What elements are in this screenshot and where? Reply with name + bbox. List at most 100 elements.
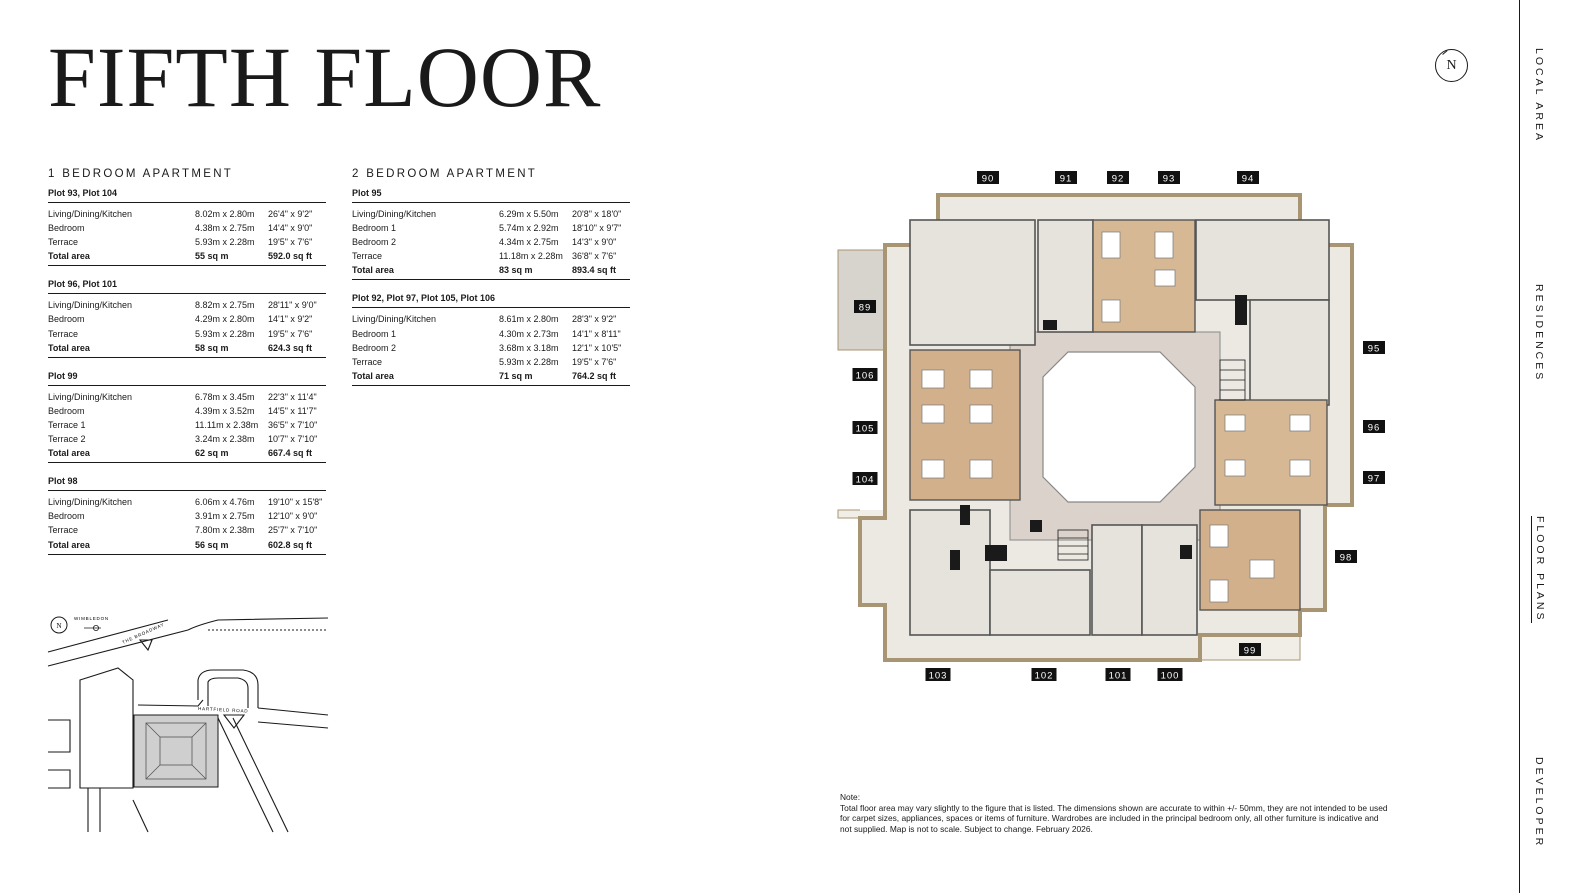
room-name: Terrace	[48, 237, 79, 248]
north-compass-icon: N	[1435, 49, 1468, 82]
room-name: Total area	[352, 370, 394, 381]
plot-name: Plot 99	[48, 371, 326, 386]
plot-tag-label: 103	[929, 671, 948, 682]
imperial-size: 592.0 sq ft	[268, 251, 313, 262]
plot-tag-label: 101	[1109, 671, 1128, 682]
plot-tag-95[interactable]: 95	[1363, 341, 1385, 355]
note-body: Total floor area may vary slightly to th…	[840, 802, 1388, 834]
plot-tag-103[interactable]: 103	[925, 668, 951, 682]
room-name: Living/Dining/Kitchen	[352, 314, 437, 325]
plot-tag-93[interactable]: 93	[1158, 171, 1180, 185]
plot-tag-94[interactable]: 94	[1237, 171, 1259, 185]
metric-size: 62 sq m	[195, 448, 229, 459]
room-name: Living/Dining/Kitchen	[48, 391, 133, 402]
plot-tag-99[interactable]: 99	[1239, 643, 1261, 657]
metric-size: 3.24m x 2.38m	[195, 434, 255, 445]
metric-size: 4.38m x 2.75m	[195, 223, 255, 234]
plot-tag-91[interactable]: 91	[1055, 171, 1077, 185]
room-name: Bedroom 2	[352, 342, 397, 353]
plot-tag-104[interactable]: 104	[852, 472, 878, 486]
plot-tag-90[interactable]: 90	[977, 171, 999, 185]
note-heading: Note:	[840, 792, 861, 802]
room-name: Living/Dining/Kitchen	[48, 300, 133, 311]
imperial-size: 22'3" x 11'4"	[268, 391, 317, 402]
plot-tag-98[interactable]: 98	[1335, 550, 1357, 564]
plot-tag-label: 89	[859, 303, 872, 314]
imperial-size: 18'10" x 9'7"	[572, 223, 622, 234]
room-name: Bedroom	[48, 405, 85, 416]
plot-name: Plot 92, Plot 97, Plot 105, Plot 106	[352, 293, 630, 309]
plot-tag-label: 91	[1060, 174, 1073, 185]
metric-size: 6.29m x 5.50m	[499, 209, 559, 219]
plot-tag-label: 106	[856, 371, 875, 382]
plot-divider	[48, 356, 326, 358]
imperial-size: 14'1" x 9'2"	[268, 314, 313, 325]
plot-tag-label: 93	[1163, 174, 1176, 185]
imperial-size: 764.2 sq ft	[572, 370, 617, 381]
nav-floor-plans[interactable]: FLOOR PLANS	[1531, 516, 1548, 623]
room-name: Bedroom	[48, 314, 85, 325]
room-name: Living/Dining/Kitchen	[48, 209, 133, 219]
room-name: Terrace	[352, 251, 383, 262]
metric-size: 8.02m x 2.80m	[195, 209, 255, 219]
plot-name: Plot 98	[48, 476, 326, 492]
plot-tags: 90 91 92 93 94 89 95 106 105 96 104 97 98 99 103 102 101…	[852, 171, 1385, 682]
room-name: Total area	[48, 539, 90, 550]
imperial-size: 19'10" x 15'8"	[268, 497, 323, 508]
imperial-size: 14'4" x 9'0"	[268, 223, 313, 234]
metric-size: 7.80m x 2.38m	[195, 525, 255, 536]
nav-local-area[interactable]: LOCAL AREA	[1533, 48, 1545, 143]
plot-divider	[48, 462, 326, 464]
room-name: Total area	[48, 342, 90, 353]
room-name: Terrace	[352, 356, 383, 367]
imperial-size: 602.8 sq ft	[268, 539, 313, 550]
plot-tag-97[interactable]: 97	[1363, 471, 1385, 485]
room-name: Bedroom 2	[352, 237, 397, 248]
plot-tag-label: 104	[856, 475, 875, 486]
room-name: Bedroom	[48, 511, 85, 522]
room-name: Total area	[352, 265, 394, 276]
compass-label: N	[1446, 57, 1457, 73]
imperial-size: 28'11" x 9'0"	[268, 300, 317, 311]
plot-tag-105[interactable]: 105	[852, 421, 878, 435]
plot-tag-96[interactable]: 96	[1363, 420, 1385, 434]
plot-tag-89[interactable]: 89	[854, 300, 876, 314]
page-title: FIFTH FLOOR	[48, 29, 602, 125]
room-name: Terrace 1	[48, 419, 86, 430]
nav-developer[interactable]: DEVELOPER	[1533, 757, 1545, 849]
nav-residences[interactable]: RESIDENCES	[1533, 284, 1545, 383]
plot-tag-92[interactable]: 92	[1107, 171, 1129, 185]
metric-size: 5.74m x 2.92m	[499, 223, 559, 234]
metric-size: 11.11m x 2.38m	[195, 419, 259, 430]
plot-tag-100[interactable]: 100	[1157, 668, 1183, 682]
plot-tag-label: 105	[856, 424, 875, 435]
plot-tag-101[interactable]: 101	[1105, 668, 1131, 682]
plot-tag-106[interactable]: 106	[852, 368, 878, 382]
imperial-size: 36'8" x 7'6"	[572, 251, 617, 262]
metric-size: 11.18m x 2.28m	[499, 251, 563, 262]
road-label-hartfield: HARTFIELD ROAD	[198, 706, 249, 714]
metric-size: 8.82m x 2.75m	[195, 300, 255, 311]
plot-tag-label: 102	[1035, 671, 1054, 682]
metric-size: 4.30m x 2.73m	[499, 328, 559, 339]
imperial-size: 19'5" x 7'6"	[572, 356, 617, 367]
plot-tag-102[interactable]: 102	[1031, 668, 1057, 682]
imperial-size: 14'5" x 11'7"	[268, 405, 317, 416]
room-name: Living/Dining/Kitchen	[352, 209, 437, 219]
